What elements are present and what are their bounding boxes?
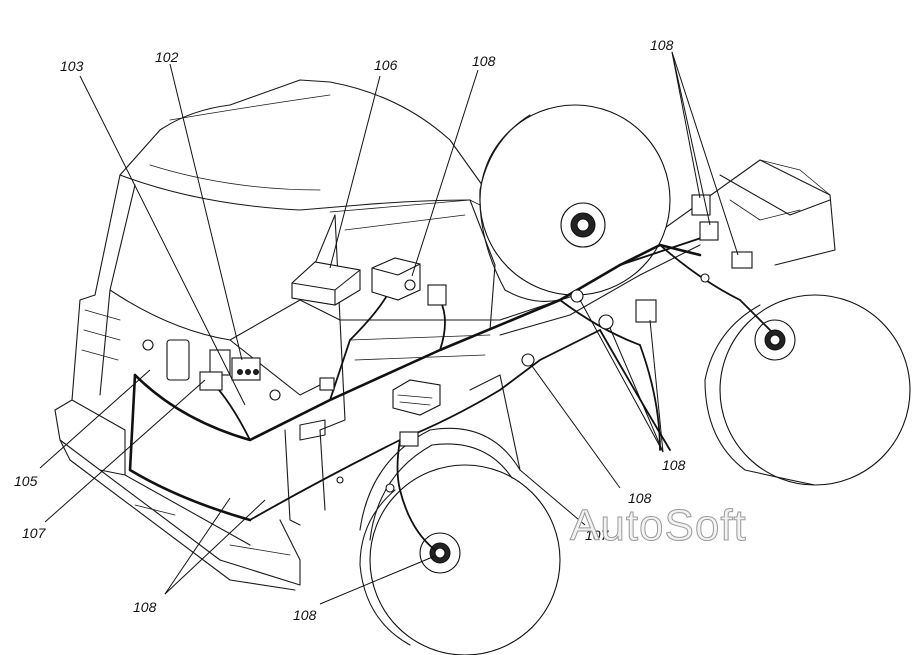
- callout-labels: 103 102 106 108 108 108 108 107 105 107 …: [14, 37, 686, 623]
- lamp-connectors: [142, 194, 753, 493]
- front-bumper: [54, 399, 301, 591]
- fuse-box: [392, 379, 441, 416]
- truck-cab: [71, 79, 501, 526]
- switch-panel: [166, 339, 261, 391]
- leader-lines: [39, 51, 739, 605]
- watermark-autosoft: AutoSoft: [570, 501, 747, 550]
- callout-108-right: 108: [662, 457, 686, 473]
- callout-102: 102: [155, 49, 179, 65]
- relay-block: [371, 257, 447, 306]
- callout-108-bottomleft: 108: [133, 599, 157, 615]
- rear-right-wheel: [704, 294, 911, 486]
- front-wheel: [359, 427, 561, 655]
- callout-108-bottom: 108: [293, 607, 317, 623]
- callout-108-mid: 108: [628, 490, 652, 506]
- callout-107-right: 107: [585, 527, 610, 543]
- callout-103: 103: [60, 58, 84, 74]
- callout-106: 106: [374, 57, 398, 73]
- callout-107-left: 107: [22, 525, 47, 541]
- central-unit-106: [291, 261, 361, 306]
- callout-105: 105: [14, 473, 38, 489]
- callout-108-topright: 108: [650, 37, 674, 53]
- rear-left-wheel: [479, 104, 671, 302]
- callout-108-top: 108: [472, 53, 496, 69]
